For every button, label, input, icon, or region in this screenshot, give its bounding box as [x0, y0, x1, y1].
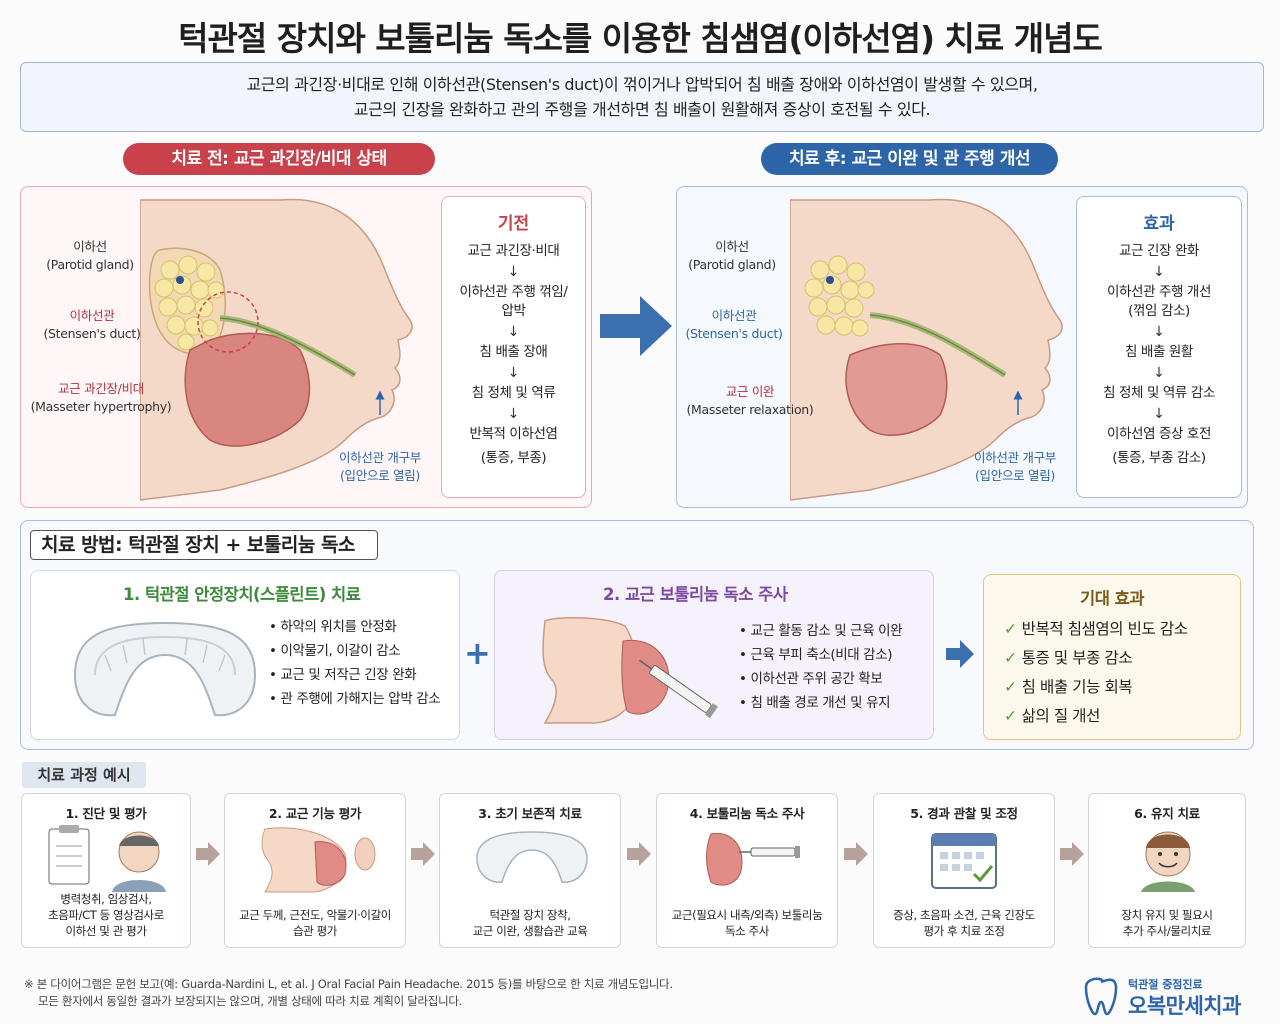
- step-arrow-icon: [411, 842, 435, 866]
- jaw-profile-icon: [261, 827, 376, 893]
- after-flow-2: 이하선관 주행 개선(꺾임 감소): [1107, 284, 1211, 319]
- brand-name: 오복만세치과: [1128, 994, 1241, 1018]
- footnote: ※ 본 다이어그램은 문헌 보고(예: Guarda-Nardini L, et…: [24, 977, 673, 1008]
- after-flow-1: 교근 긴장 완화: [1119, 243, 1199, 259]
- transition-arrow-icon: [600, 296, 672, 356]
- after-flow-3: 침 배출 원활: [1125, 344, 1193, 360]
- down-arrow-icon: ↓: [1153, 264, 1165, 280]
- before-flow-5: 반복적 이하선염(통증, 부종): [469, 426, 558, 466]
- process-title: 치료 과정 예시: [22, 762, 146, 788]
- down-arrow-icon: ↓: [1153, 365, 1165, 381]
- down-arrow-icon: ↓: [507, 264, 520, 280]
- before-flow-1: 교근 과긴장·비대: [467, 243, 560, 259]
- botox-bullets: 교근 활동 감소 및 근육 이완 근육 부피 축소(비대 감소) 이하선관 주위…: [739, 619, 902, 715]
- after-effect-box: 효과 교근 긴장 완화 ↓ 이하선관 주행 개선(꺾임 감소) ↓ 침 배출 원…: [1076, 196, 1242, 498]
- down-arrow-icon: ↓: [507, 365, 520, 381]
- splint-card: 1. 턱관절 안정장치(스플린트) 치료 하악의 위치를 안정화 이악물기, 이…: [30, 570, 460, 740]
- after-flow-5: 이하선염 증상 호전(통증, 부종 감소): [1107, 426, 1211, 466]
- splint-icon: [73, 621, 257, 717]
- method-title: 치료 방법: 턱관절 장치 + 보툴리눔 독소: [30, 530, 378, 560]
- splint-card-title: 1. 턱관절 안정장치(스플린트) 치료: [123, 585, 361, 604]
- plus-icon: +: [464, 634, 491, 672]
- injection-icon: [706, 832, 800, 886]
- before-duct-label: 이하선관 (Stensen's duct): [43, 308, 141, 341]
- after-pill: 치료 후: 교근 이완 및 관 주행 개선: [761, 143, 1058, 175]
- before-flow-title: 기전: [497, 214, 530, 234]
- page-title: 턱관절 장치와 보툴리눔 독소를 이용한 침샘염(이하선염) 치료 개념도: [178, 19, 1103, 58]
- down-arrow-icon: ↓: [1153, 324, 1165, 340]
- right-arrow-icon: [946, 640, 974, 668]
- smiling-patient-icon: [1141, 831, 1195, 892]
- after-masseter-label: 교근 이완 (Masseter relaxation): [686, 384, 814, 417]
- before-face-illustration: [140, 198, 413, 501]
- after-face-illustration: [790, 198, 1063, 501]
- after-flow-4: 침 정체 및 역류 감소: [1103, 385, 1215, 401]
- tooth-logo-icon: [1084, 977, 1118, 1016]
- step-arrow-icon: [627, 842, 651, 866]
- brand-tagline: 턱관절 중점진료: [1128, 978, 1203, 991]
- step-arrow-icon: [844, 842, 868, 866]
- before-flow-2: 이하선관 주행 꺾임/압박: [459, 284, 568, 319]
- before-flow-3: 침 배출 장애: [479, 344, 548, 360]
- expected-effect-title: 기대 효과: [1080, 589, 1144, 608]
- splint-small-icon: [476, 831, 588, 884]
- botox-card-title: 2. 교근 보툴리눔 독소 주사: [603, 585, 788, 604]
- injection-face-icon: [542, 616, 718, 724]
- splint-bullets: 하악의 위치를 안정화 이악물기, 이갈이 감소 교근 및 저작근 긴장 완화 …: [269, 615, 440, 711]
- before-mechanism-box: 기전 교근 과긴장·비대 ↓ 이하선관 주행 꺾임/압박 ↓ 침 배출 장애 ↓…: [441, 196, 586, 498]
- down-arrow-icon: ↓: [507, 324, 520, 340]
- expected-effect-list: 반복적 침샘염의 빈도 감소 통증 및 부종 감소 침 배출 기능 회복 삶의 …: [1004, 615, 1240, 731]
- step-arrow-icon: [196, 842, 220, 866]
- before-pill: 치료 전: 교근 과긴장/비대 상태: [123, 143, 435, 175]
- after-duct-label: 이하선관 (Stensen's duct): [685, 308, 783, 341]
- before-parotid-label: 이하선 (Parotid gland): [46, 239, 134, 272]
- before-flow-4: 침 정체 및 역류: [471, 385, 556, 401]
- step-arrow-icon: [1060, 842, 1084, 866]
- before-opening-label: 이하선관 개구부 (입안으로 열림): [338, 450, 422, 483]
- intro-line-1: 교근의 과긴장·비대로 인해 이하선관(Stensen's duct)이 꺾이거…: [246, 75, 1038, 94]
- after-opening-label: 이하선관 개구부 (입안으로 열림): [973, 450, 1057, 483]
- clipboard-patient-icon: [48, 825, 166, 892]
- expected-effect-card: 기대 효과 반복적 침샘염의 빈도 감소 통증 및 부종 감소 침 배출 기능 …: [983, 574, 1241, 740]
- masseter-muscle-shape: [184, 332, 311, 447]
- down-arrow-icon: ↓: [1153, 406, 1165, 422]
- intro-box: 교근의 과긴장·비대로 인해 이하선관(Stensen's duct)이 꺾이거…: [20, 62, 1264, 132]
- down-arrow-icon: ↓: [507, 406, 520, 422]
- calendar-check-icon: [931, 833, 997, 889]
- after-parotid-label: 이하선 (Parotid gland): [688, 239, 776, 272]
- process-step-3: 3. 초기 보존적 치료 턱관절 장치 장착,교근 이완, 생활습관 교육: [439, 793, 621, 948]
- before-masseter-label: 교근 과긴장/비대 (Masseter hypertrophy): [30, 381, 172, 414]
- botox-card: 2. 교근 보툴리눔 독소 주사 교근 활동 감소 및 근육 이완 근육 부피 …: [494, 570, 934, 740]
- intro-line-2: 교근의 긴장을 완화하고 관의 주행을 개선하면 침 배출이 원활해져 증상이 …: [353, 100, 931, 119]
- after-flow-title: 효과: [1143, 214, 1175, 234]
